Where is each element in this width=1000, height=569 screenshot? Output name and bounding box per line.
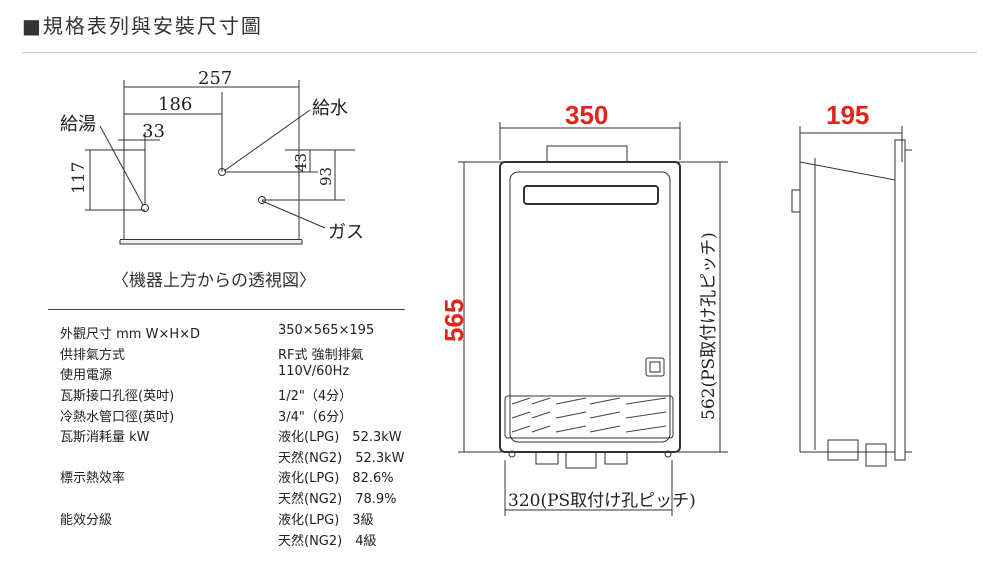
dim-43: 43 <box>292 153 310 172</box>
spec-value: 天然(NG2) 4級 <box>278 534 377 549</box>
height-565: 565 <box>439 299 469 342</box>
width-350: 350 <box>565 100 608 130</box>
cold-water-label: 給水 <box>312 98 348 119</box>
spec-label: 標示熱效率 <box>60 471 126 486</box>
spec-label: 瓦斯消耗量 kW <box>60 430 150 445</box>
dim-257: 257 <box>198 68 232 89</box>
front-view-labels: 350 565 562(PS取付け孔ピッチ) 320(PS取付け孔ピッチ) <box>439 100 719 511</box>
spec-table-divider <box>48 309 405 310</box>
spec-value: 天然(NG2) 52.3kW <box>278 451 405 466</box>
front-view-diagram <box>458 122 728 516</box>
depth-195: 195 <box>826 100 869 130</box>
spec-value: 3/4"（6分） <box>278 410 353 425</box>
dim-186: 186 <box>158 94 192 115</box>
spec-label: 供排氣方式 <box>60 348 126 363</box>
spec-value: 液化(LPG) 82.6% <box>278 471 394 486</box>
top-view-labels: 給湯 給水 ガス 257 186 33 117 43 93 <box>60 68 364 243</box>
spec-value: 350×565×195 <box>278 323 375 338</box>
top-view-diagram <box>85 80 355 245</box>
title-divider <box>22 52 977 53</box>
page-title: ■規格表列與安裝尺寸圖 <box>22 14 263 38</box>
spec-value: 1/2"（4分） <box>278 389 353 404</box>
hot-water-label: 給湯 <box>60 114 96 135</box>
dim-93: 93 <box>317 167 335 186</box>
pitch-320-label: 320(PS取付け孔ピッチ) <box>508 491 696 511</box>
spec-value: 液化(LPG) 52.3kW <box>278 430 402 445</box>
dim-117: 117 <box>69 162 89 194</box>
pitch-562-label: 562(PS取付け孔ピッチ) <box>699 232 719 420</box>
side-view-diagram <box>791 126 912 467</box>
spec-label: 冷熱水管口徑(英吋) <box>60 410 175 425</box>
spec-label: 外觀尺寸 mm W×H×D <box>60 327 201 342</box>
spec-label: 瓦斯接口孔徑(英吋) <box>60 389 175 404</box>
dim-33: 33 <box>142 121 165 142</box>
spec-value: 天然(NG2) 78.9% <box>278 492 397 507</box>
spec-value: RF式 強制排氣 <box>278 348 364 363</box>
gas-label: ガス <box>328 222 364 243</box>
top-view-caption: 〈機器上方からの透視図〉 <box>112 271 316 291</box>
spec-value: 110V/60Hz <box>278 364 350 379</box>
spec-value: 液化(LPG) 3級 <box>278 513 374 528</box>
spec-label: 能效分級 <box>60 513 113 528</box>
spec-label: 使用電源 <box>60 368 113 383</box>
